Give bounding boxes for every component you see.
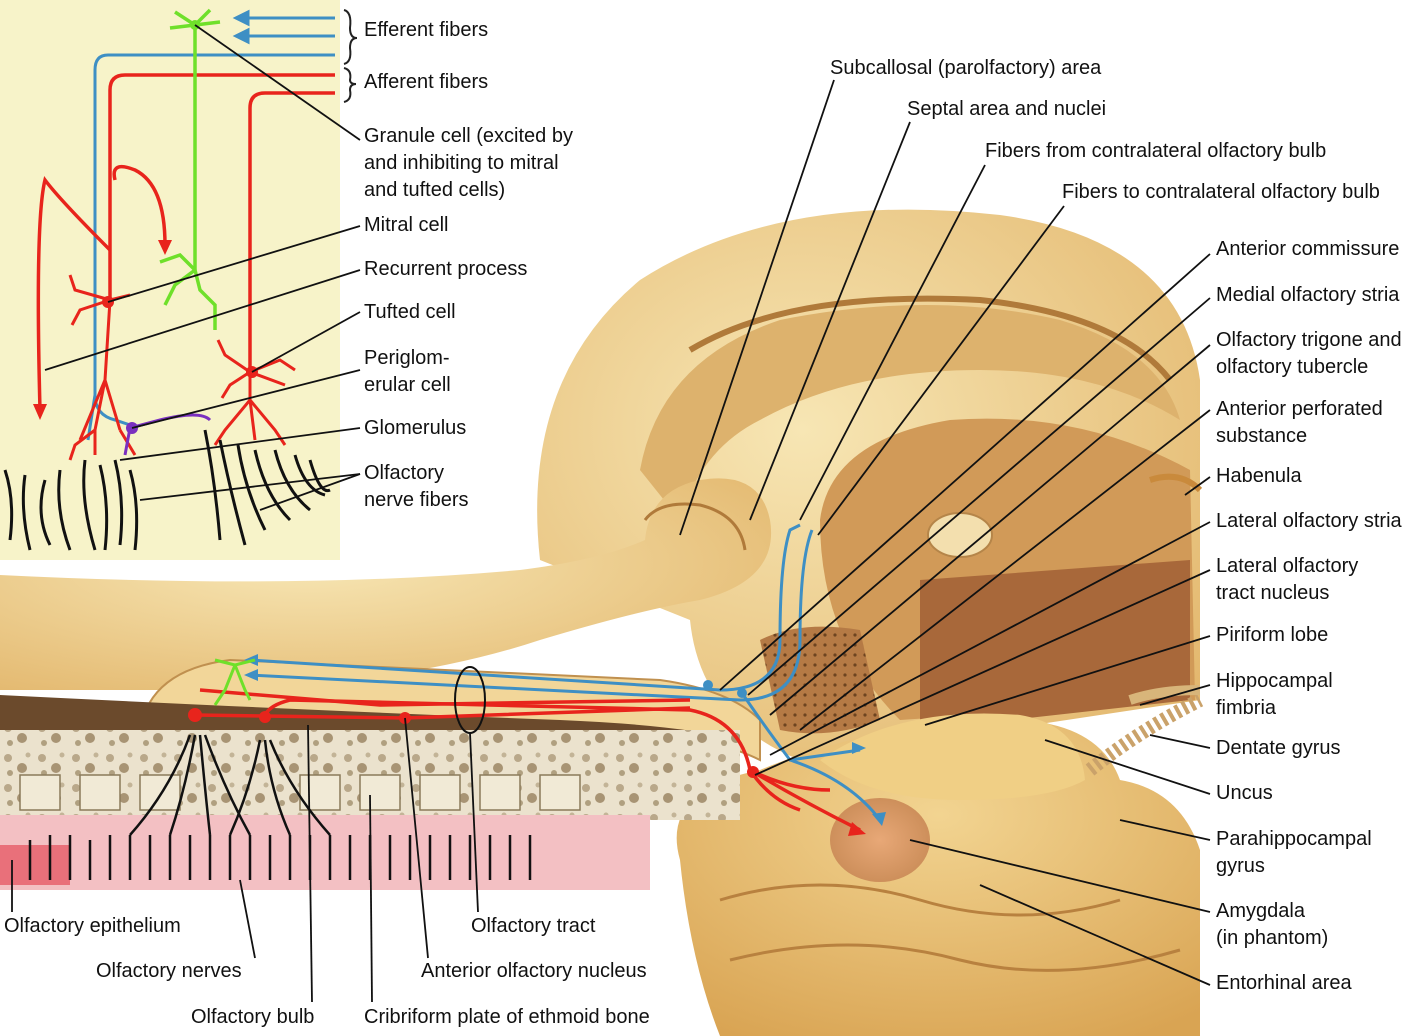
temporal-lobe [676, 720, 1200, 1036]
interthalamic-adhesion [927, 512, 993, 558]
leader-lines [11, 24, 1211, 1003]
label-mitral-cell: Mitral cell [364, 214, 449, 236]
recurrent-process-path [36, 176, 112, 411]
label-hippocampal-fimbria: Hippocampal fimbria [1216, 668, 1333, 722]
label-anterior-perforated-substance: Anterior perforated substance [1216, 396, 1383, 450]
dentate-gyrus-coil [1085, 693, 1204, 776]
label-cribriform-plate: Cribriform plate of ethmoid bone [364, 1006, 650, 1028]
efferent-fibers-arrows [232, 9, 335, 45]
label-lateral-olfactory-tract-nucleus: Lateral olfactory tract nucleus [1216, 553, 1358, 607]
inset-panel [0, 0, 358, 560]
afferent-brace [343, 67, 357, 103]
inset-background [0, 0, 340, 560]
label-olfactory-nerves: Olfactory nerves [96, 960, 242, 982]
label-olfactory-nerve-fibers-line2: nerve fibers [364, 489, 469, 511]
label-anterior-olfactory-nucleus: Anterior olfactory nucleus [421, 960, 647, 982]
label-recurrent-process: Recurrent process [364, 258, 528, 280]
efferent-brace [343, 9, 358, 65]
label-olfactory-epithelium: Olfactory epithelium [4, 915, 181, 937]
label-parahippocampal-line1: Parahippocampal [1216, 828, 1372, 850]
corpus-callosum [640, 305, 1180, 520]
epithelium-cells [0, 845, 70, 885]
hypothalamic-region [920, 560, 1190, 730]
amygdala-phantom [830, 798, 930, 882]
label-granule-cell: Granule cell (excited by and inhibiting … [364, 123, 573, 204]
label-amygdala-line1: Amygdala [1216, 900, 1305, 922]
label-glomerulus: Glomerulus [364, 417, 467, 439]
label-dentate-gyrus: Dentate gyrus [1216, 737, 1341, 759]
label-granule-cell-line3: and tufted cells) [364, 179, 506, 201]
granule-cell [159, 8, 221, 330]
brain-section [0, 209, 1204, 1036]
label-anterior-perforated-line1: Anterior perforated [1216, 398, 1383, 420]
label-habenula: Habenula [1216, 465, 1302, 487]
label-entorhinal-area: Entorhinal area [1216, 972, 1352, 994]
label-olfactory-bulb: Olfactory bulb [191, 1006, 315, 1028]
label-anterior-perforated-line2: substance [1216, 425, 1308, 447]
label-olfactory-nerve-fibers: Olfactory nerve fibers [364, 460, 469, 514]
afferent-fibers-lines [108, 73, 335, 372]
frontal-lobe-base [0, 478, 772, 690]
label-lateral-olfactory-stria: Lateral olfactory stria [1216, 510, 1402, 532]
label-parahippocampal-line2: gyrus [1216, 855, 1265, 877]
label-periglomerular-line1: Periglom- [364, 347, 450, 369]
label-olfactory-trigone: Olfactory trigone and olfactory tubercle [1216, 327, 1402, 381]
label-amygdala: Amygdala (in phantom) [1216, 898, 1328, 952]
label-hippocampal-fimbria-line2: fimbria [1216, 697, 1277, 719]
label-medial-olfactory-stria: Medial olfactory stria [1216, 284, 1400, 306]
label-olfactory-trigone-line2: olfactory tubercle [1216, 356, 1369, 378]
label-subcallosal-area: Subcallosal (parolfactory) area [830, 57, 1102, 79]
label-uncus: Uncus [1216, 782, 1273, 804]
label-efferent-fibers: Efferent fibers [364, 19, 489, 41]
anterior-perforated-substance [760, 626, 880, 734]
label-periglomerular-line2: erular cell [364, 374, 451, 396]
efferent-pathway [249, 523, 882, 821]
uncus-region [820, 713, 1085, 800]
label-anterior-commissure: Anterior commissure [1216, 238, 1400, 260]
label-septal-area: Septal area and nuclei [907, 98, 1107, 120]
label-periglomerular-cell: Periglom- erular cell [364, 345, 451, 399]
olfactory-nerve-fibers [3, 429, 331, 551]
nasal-mucosa [0, 815, 650, 890]
label-parahippocampal-gyrus: Parahippocampal gyrus [1216, 826, 1372, 880]
label-afferent-fibers: Afferent fibers [364, 71, 489, 93]
label-granule-cell-line2: and inhibiting to mitral [364, 152, 559, 174]
label-fibers-to-contralateral: Fibers to contralateral olfactory bulb [1062, 181, 1380, 203]
label-granule-cell-line1: Granule cell (excited by [364, 125, 573, 147]
label-fibers-from-contralateral: Fibers from contralateral olfactory bulb [985, 140, 1327, 162]
label-olfactory-tract: Olfactory tract [471, 915, 596, 937]
label-lot-nucleus-line2: tract nucleus [1216, 582, 1330, 604]
label-olfactory-trigone-line1: Olfactory trigone and [1216, 329, 1402, 351]
tufted-cell [213, 339, 296, 446]
label-hippocampal-fimbria-line1: Hippocampal [1216, 670, 1333, 692]
label-tufted-cell: Tufted cell [364, 301, 456, 323]
label-olfactory-nerve-fibers-line1: Olfactory [364, 462, 445, 484]
label-lot-nucleus-line1: Lateral olfactory [1216, 555, 1359, 577]
label-piriform-lobe: Piriform lobe [1216, 624, 1329, 646]
label-amygdala-line2: (in phantom) [1216, 927, 1329, 949]
bulb-granule-cells [213, 658, 256, 706]
